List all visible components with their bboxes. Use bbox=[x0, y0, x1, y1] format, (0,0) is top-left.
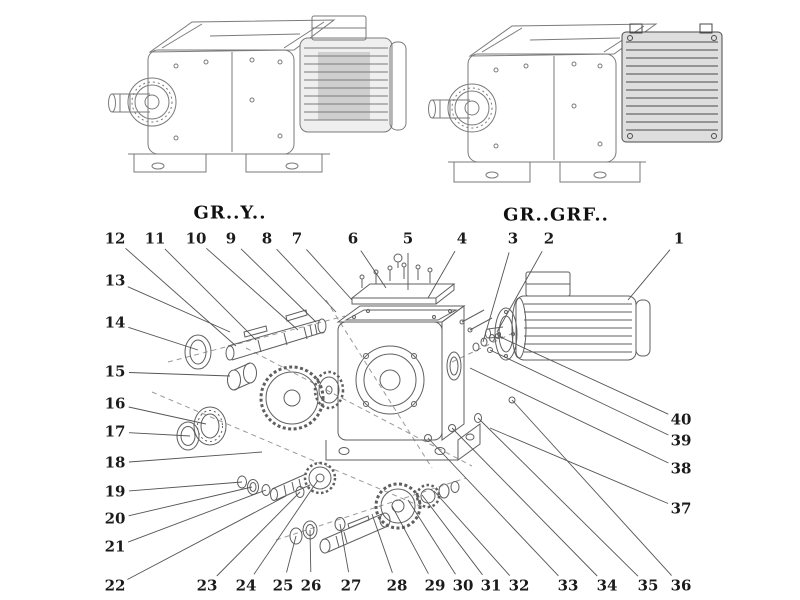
leader-line-33 bbox=[428, 438, 558, 576]
leader-line-16 bbox=[129, 407, 206, 424]
hardware-right bbox=[475, 334, 516, 423]
leader-line-18 bbox=[129, 452, 262, 462]
leader-line-30 bbox=[408, 500, 456, 574]
leader-line-11 bbox=[165, 249, 256, 340]
leader-line-27 bbox=[340, 524, 349, 572]
callout-39: 39 bbox=[670, 431, 692, 450]
leader-line-37 bbox=[490, 428, 668, 504]
callout-4: 4 bbox=[456, 229, 468, 248]
leader-line-7 bbox=[306, 249, 352, 300]
callout-8: 8 bbox=[261, 229, 273, 248]
callout-30: 30 bbox=[452, 576, 474, 595]
leader-line-21 bbox=[128, 490, 266, 542]
callout-18: 18 bbox=[104, 453, 126, 472]
callout-27: 27 bbox=[340, 576, 362, 595]
callout-28: 28 bbox=[386, 576, 408, 595]
leader-line-2 bbox=[497, 251, 542, 332]
callout-20: 20 bbox=[104, 509, 126, 528]
leader-line-35 bbox=[478, 418, 638, 576]
callout-12: 12 bbox=[104, 229, 126, 248]
callout-24: 24 bbox=[235, 576, 257, 595]
leader-line-32 bbox=[434, 491, 510, 576]
caption-gr-grf: GR..GRF.. bbox=[503, 204, 609, 226]
callout-5: 5 bbox=[402, 229, 414, 248]
gear-cluster bbox=[177, 367, 343, 450]
output-shaft-assembly bbox=[290, 482, 459, 554]
callout-2: 2 bbox=[543, 229, 555, 248]
leader-line-28 bbox=[372, 514, 392, 573]
callout-31: 31 bbox=[480, 576, 502, 595]
callout-19: 19 bbox=[104, 482, 126, 501]
callout-10: 10 bbox=[185, 229, 207, 248]
leader-line-23 bbox=[217, 492, 300, 576]
leader-line-10 bbox=[206, 248, 298, 330]
callout-13: 13 bbox=[104, 271, 126, 290]
callout-22: 22 bbox=[104, 576, 126, 595]
leader-line-4 bbox=[428, 251, 455, 298]
leader-line-8 bbox=[277, 249, 336, 312]
callout-6: 6 bbox=[347, 229, 359, 248]
leader-line-24 bbox=[254, 480, 318, 574]
leader-line-19 bbox=[129, 482, 242, 491]
leader-line-9 bbox=[241, 249, 316, 322]
exploded-view bbox=[152, 254, 650, 553]
leader-line-36 bbox=[512, 400, 672, 576]
leader-line-15 bbox=[129, 373, 230, 377]
callout-34: 34 bbox=[596, 576, 618, 595]
drawing-gear-reducer-motor bbox=[109, 16, 407, 172]
drawing-gear-reducer-cover bbox=[429, 24, 723, 182]
callout-40: 40 bbox=[670, 410, 692, 429]
leader-line-20 bbox=[129, 487, 252, 516]
caption-gr-y: GR..Y.. bbox=[193, 202, 267, 224]
callout-9: 9 bbox=[225, 229, 237, 248]
callout-23: 23 bbox=[196, 576, 218, 595]
callout-17: 17 bbox=[104, 422, 126, 441]
leader-line-34 bbox=[452, 428, 597, 576]
callout-14: 14 bbox=[104, 313, 126, 332]
gearbox-housing bbox=[326, 306, 480, 460]
input-shaft-assembly bbox=[185, 310, 326, 390]
leader-line-39 bbox=[490, 350, 668, 435]
leader-line-29 bbox=[392, 506, 428, 574]
callout-36: 36 bbox=[670, 576, 692, 595]
callout-3: 3 bbox=[507, 229, 519, 248]
callout-15: 15 bbox=[104, 362, 126, 381]
callout-25: 25 bbox=[272, 576, 294, 595]
leader-line-38 bbox=[470, 368, 668, 463]
callout-38: 38 bbox=[670, 459, 692, 478]
leader-line-25 bbox=[287, 536, 297, 573]
callout-29: 29 bbox=[424, 576, 446, 595]
leader-line-12 bbox=[126, 248, 237, 346]
callout-7: 7 bbox=[291, 229, 303, 248]
leader-line-31 bbox=[422, 495, 483, 575]
leader-line-1 bbox=[628, 250, 670, 300]
leader-line-26 bbox=[310, 530, 311, 572]
callout-33: 33 bbox=[557, 576, 579, 595]
top-cover-and-bolts bbox=[352, 254, 454, 304]
leader-line-22 bbox=[127, 496, 286, 580]
leader-line-6 bbox=[361, 251, 386, 288]
leader-line-14 bbox=[128, 327, 198, 350]
leader-line-3 bbox=[483, 252, 509, 342]
callout-32: 32 bbox=[508, 576, 530, 595]
callout-26: 26 bbox=[300, 576, 322, 595]
leader-line-17 bbox=[129, 433, 190, 436]
callout-1: 1 bbox=[673, 229, 685, 248]
callout-16: 16 bbox=[104, 394, 126, 413]
callout-21: 21 bbox=[104, 537, 126, 556]
callout-35: 35 bbox=[637, 576, 659, 595]
leader-lines bbox=[126, 248, 672, 579]
leader-line-13 bbox=[128, 287, 230, 332]
callout-37: 37 bbox=[670, 499, 692, 518]
leader-line-40 bbox=[498, 336, 668, 414]
callout-11: 11 bbox=[144, 229, 166, 248]
